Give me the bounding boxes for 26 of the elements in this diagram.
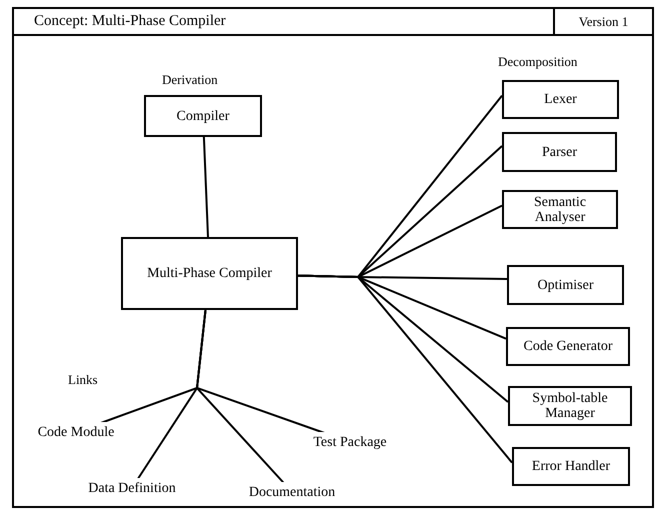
box-label: Multi-Phase Compiler (147, 266, 272, 281)
box-label: Lexer (544, 92, 577, 107)
process-box (121, 237, 298, 310)
connector-line (298, 274, 513, 464)
box-label: Semantic Analyser (532, 194, 588, 224)
box-label: Parser (542, 144, 577, 160)
box-label: Compiler (176, 108, 230, 124)
process-box (502, 190, 618, 229)
box-label: Optimiser (538, 278, 594, 292)
section-heading: Decomposition (498, 53, 578, 71)
process-box (502, 80, 619, 119)
diagram-title: Concept: Multi-Phase Compiler (34, 12, 226, 32)
process-box (144, 95, 262, 137)
process-box (507, 265, 624, 305)
process-box (512, 447, 630, 486)
box-label: Error Handler (532, 459, 610, 474)
connector-line (196, 310, 325, 434)
process-box (502, 132, 617, 172)
section-heading: Links (68, 371, 98, 389)
process-box (506, 327, 630, 366)
process-box (508, 386, 632, 426)
box-label: Symbol-table Manager (531, 391, 609, 421)
box-label: Code Generator (523, 339, 613, 354)
connector-line (202, 136, 209, 238)
section-heading: Derivation (162, 71, 218, 89)
version-label: Version 1 (578, 12, 628, 31)
